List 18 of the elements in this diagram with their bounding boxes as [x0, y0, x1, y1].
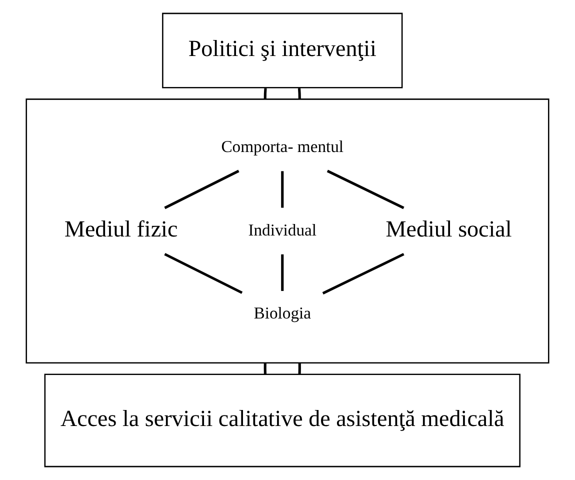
node-text: Biologia: [254, 304, 312, 323]
connector: [298, 88, 301, 100]
connector: [326, 170, 404, 210]
connector: [322, 253, 404, 294]
connector: [298, 362, 301, 374]
connector: [164, 170, 240, 210]
connector: [281, 254, 284, 291]
connector: [164, 253, 243, 294]
node-box: Acces la servicii calitative de asistenţă medicală: [44, 374, 520, 468]
connector: [264, 88, 267, 100]
connector: [264, 362, 266, 374]
node-text: Comporta- mentul: [221, 137, 344, 156]
connector: [281, 171, 284, 208]
cluster: [26, 98, 550, 364]
node-text: Mediul fizic: [64, 216, 178, 242]
node-text: Mediul social: [386, 216, 512, 242]
node-box: Politici şi intervenţii: [162, 12, 403, 88]
node-text: Individual: [248, 220, 317, 240]
